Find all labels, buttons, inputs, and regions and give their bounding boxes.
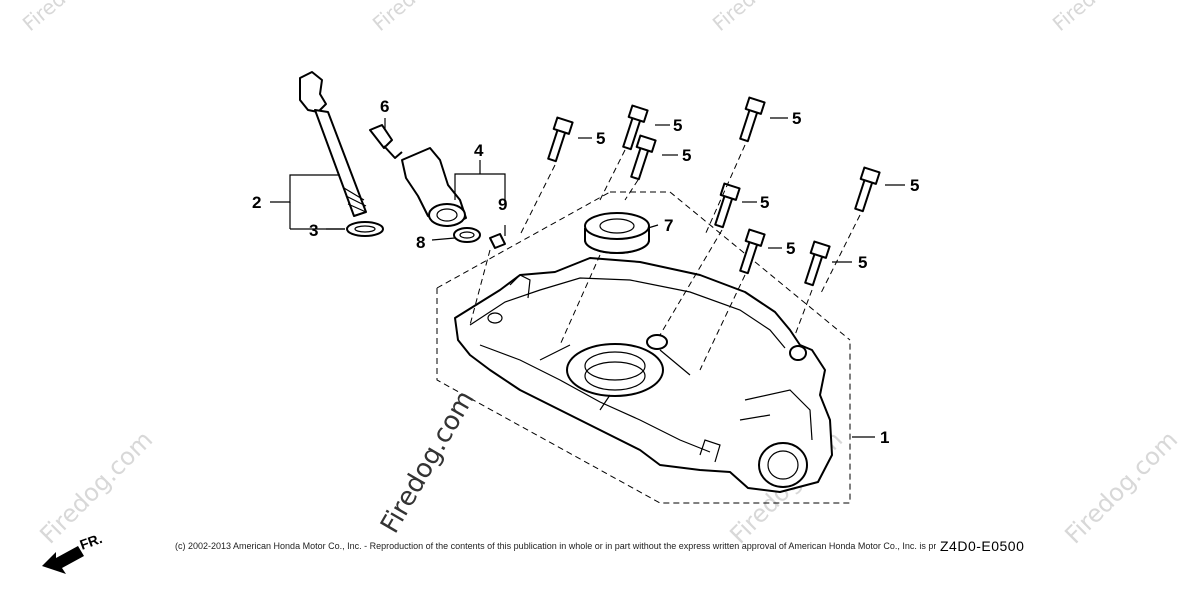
watermark-main: Firedog.com xyxy=(375,386,481,539)
callout-labels: 2 3 6 4 9 8 7 1 5 5 5 5 5 5 5 5 xyxy=(252,97,919,447)
bolt xyxy=(622,104,649,151)
callout-5: 5 xyxy=(760,193,769,212)
diagram-code: Z4D0-E0500 xyxy=(940,538,1024,554)
bolt xyxy=(739,228,766,275)
callout-5: 5 xyxy=(682,146,691,165)
watermark-corner: Firedog.com xyxy=(1048,0,1157,36)
callout-9: 9 xyxy=(498,195,507,214)
bolt xyxy=(630,134,657,181)
flange-bolts xyxy=(547,96,881,287)
callout-5: 5 xyxy=(910,176,919,195)
watermark-corner: Firedog.com xyxy=(368,0,477,36)
callout-4: 4 xyxy=(474,141,484,160)
callout-5: 5 xyxy=(596,129,605,148)
bolt xyxy=(804,240,831,287)
bolt xyxy=(547,116,574,163)
code-backdrop xyxy=(936,538,1050,554)
direction-arrow-icon xyxy=(42,546,84,574)
oil-seal xyxy=(584,212,650,254)
direction-label: FR. xyxy=(78,530,105,553)
callout-leaders xyxy=(270,117,905,438)
callout-5: 5 xyxy=(792,109,801,128)
assembly-outline xyxy=(436,191,851,504)
bolt xyxy=(739,96,766,143)
callout-5: 5 xyxy=(858,253,867,272)
callout-1: 1 xyxy=(880,428,889,447)
callout-7: 7 xyxy=(664,216,673,235)
watermark-corner: Firedog.com xyxy=(18,0,127,36)
bolt xyxy=(854,166,881,213)
callout-6: 6 xyxy=(380,97,389,116)
callout-8: 8 xyxy=(416,233,425,252)
callout-5: 5 xyxy=(673,116,682,135)
filler-neck-assembly xyxy=(369,124,506,249)
watermark-corner: Firedog.com xyxy=(1059,426,1180,550)
callout-2: 2 xyxy=(252,193,261,212)
bolt-leads xyxy=(469,144,861,371)
front-direction-indicator: FR. xyxy=(42,530,104,574)
bolt xyxy=(714,182,741,229)
dipstick xyxy=(299,71,384,237)
callout-3: 3 xyxy=(309,221,318,240)
watermark-corner: Firedog.com xyxy=(708,0,817,36)
copyright-notice: (c) 2002-2013 American Honda Motor Co., … xyxy=(175,541,968,551)
case-cover xyxy=(454,257,833,493)
callout-5: 5 xyxy=(786,239,795,258)
